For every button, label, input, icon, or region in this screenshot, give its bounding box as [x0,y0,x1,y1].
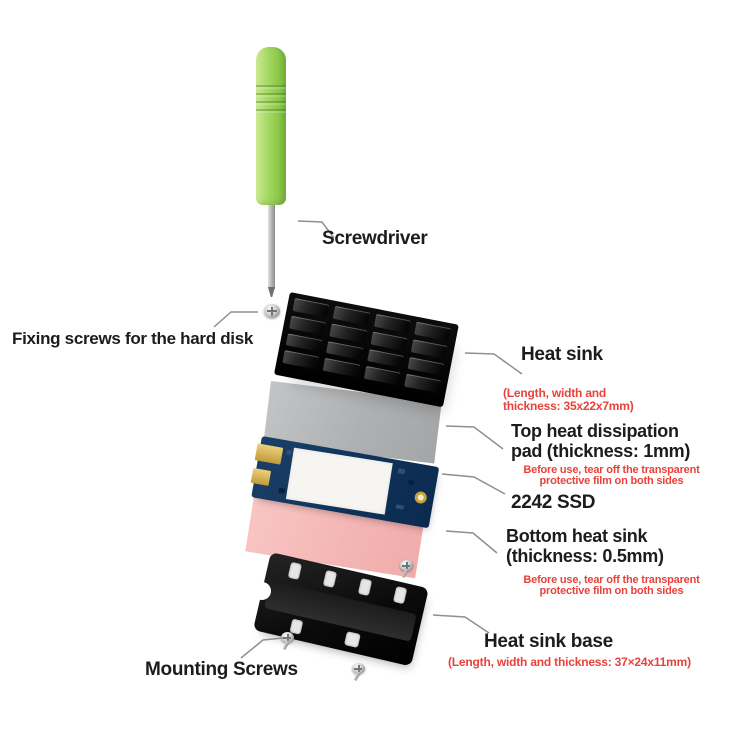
fixing-screw-icon [264,304,280,318]
base-slot [343,631,361,648]
screwdriver-label: Screwdriver [322,228,428,249]
leader-line-base [432,614,490,634]
bottom-pad-film-note-line2: protective film on both sides [539,585,684,597]
top-pad-label-line1: Top heat dissipation [511,421,679,441]
ssd-connector-finger [254,443,284,465]
top-pad-film-note-line2: protective film on both sides [539,475,684,487]
base-dimensions-note: (Length, width and thickness: 37×24x11mm… [448,655,691,669]
top-pad-film-note: Before use, tear off the transparent pro… [504,465,719,487]
leader-line-mounting-screws [240,637,284,659]
leader-line-bottom-pad [445,530,498,554]
mounting-screw-icon [281,632,294,643]
mounting-screw-icon [400,560,413,571]
leader-line-ssd [441,473,506,495]
screwdriver-grip-ridges [256,85,286,113]
screwdriver-tip [268,287,275,297]
ssd-mounting-notch [413,490,428,505]
heat-sink-fin [366,348,404,368]
heat-sink-fin [403,373,441,394]
base-slot [357,578,373,597]
heat-sink-fin [329,323,367,343]
leader-line-fixing-screws [213,311,258,328]
ssd-component [397,468,406,475]
bottom-pad-film-note: Before use, tear off the transparent pro… [504,575,719,597]
heat-sink-dimensions-line2: thickness: 35x22x7mm) [503,399,634,413]
heat-sink-fin [410,339,448,359]
heat-sink-fin [363,366,401,386]
ssd-component [286,449,292,456]
heat-sink-fin [413,321,452,341]
mounting-screw-icon [352,663,365,674]
base-label: Heat sink base [484,631,613,652]
screwdriver-handle [256,47,286,205]
heat-sink-fin [326,340,364,361]
bottom-pad-label: Bottom heat sink (thickness: 0.5mm) [506,526,664,566]
heat-sink-fin [292,298,330,318]
ssd-component [278,487,286,494]
leader-line-top-pad [445,425,504,450]
heat-sink-fin [370,331,408,351]
heat-sink-fin [407,356,445,376]
top-pad-film-note-line1: Before use, tear off the transparent [523,464,700,476]
leader-line-heat-sink [464,352,523,375]
mounting-screws-label: Mounting Screws [145,659,298,680]
ssd-label: 2242 SSD [511,492,596,513]
heat-sink-label: Heat sink [521,344,603,365]
heat-sink-fin [322,358,360,378]
base-slot [322,569,338,588]
bottom-pad-label-line2: (thickness: 0.5mm) [506,546,664,566]
heat-sink-fin [289,315,327,335]
ssd-label-sticker [285,447,393,515]
fixing-screws-label: Fixing screws for the hard disk [12,329,254,348]
heat-sink-fin [282,350,320,370]
top-pad-label-line2: pad (thickness: 1mm) [511,441,691,461]
bottom-pad-label-line1: Bottom heat sink [506,526,648,546]
heat-sink-fin [373,313,411,334]
ssd-connector-finger [250,467,272,486]
heat-sink-fin [285,332,323,353]
screwdriver-shaft [268,205,275,289]
base-slot [287,561,303,580]
base-slot [392,586,408,605]
heat-sink-fin [332,305,371,326]
ssd-component [395,504,405,510]
top-pad-label: Top heat dissipation pad (thickness: 1mm… [511,421,690,461]
ssd-component [407,480,415,486]
heat-sink-dimensions-note: (Length, width and thickness: 35x22x7mm) [503,387,634,413]
heat-sink-dimensions-line1: (Length, width and [503,386,607,400]
bottom-pad-film-note-line1: Before use, tear off the transparent [523,574,700,586]
